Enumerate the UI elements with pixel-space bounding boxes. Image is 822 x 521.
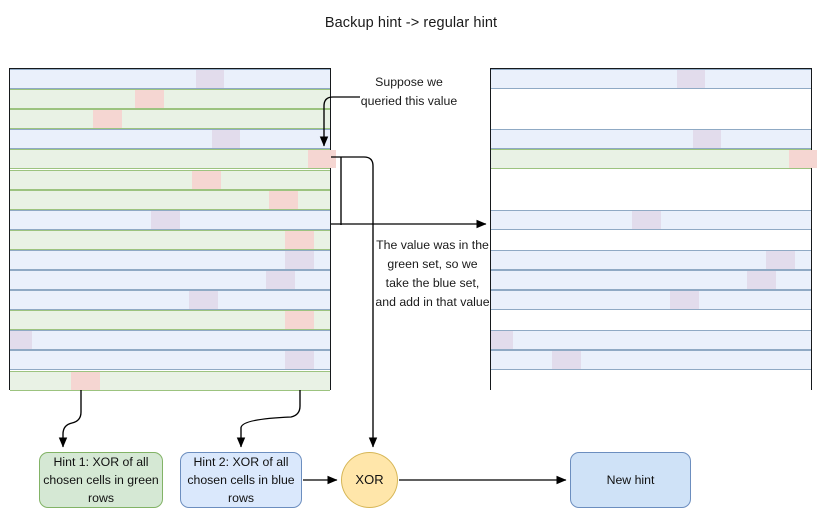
left-table-purple-cell	[189, 291, 218, 310]
right-table-purple-cell	[676, 70, 706, 89]
page-title: Backup hint -> regular hint	[324, 15, 498, 31]
right-table-row	[491, 169, 811, 190]
right-table-row	[491, 149, 818, 170]
left-table-row	[10, 229, 330, 250]
left-table-row	[10, 209, 330, 230]
left-table-row	[10, 169, 330, 190]
connector-green-to-hint1	[58, 390, 82, 448]
left-table-row	[10, 330, 330, 351]
left-table-pink-cell	[134, 90, 164, 109]
right-table-row	[491, 69, 811, 90]
left-table-row	[10, 109, 330, 130]
left-table-row	[10, 270, 330, 291]
xor-node[interactable]: XOR	[341, 452, 398, 508]
left-table-pink-cell	[269, 190, 298, 209]
right-table-row	[491, 310, 811, 331]
left-table-grid	[9, 68, 337, 391]
left-table-row	[10, 249, 330, 270]
left-table-row	[10, 89, 330, 110]
right-table-row	[491, 189, 811, 210]
left-table-pink-cell	[307, 150, 337, 169]
left-table-row	[10, 350, 330, 371]
left-table-purple-cell	[195, 70, 225, 89]
connector-cell-to-xor	[331, 156, 378, 448]
left-table-pink-cell	[285, 311, 314, 330]
right-table-row	[491, 270, 811, 291]
right-table-row	[491, 229, 811, 250]
left-table-pink-cell	[70, 371, 100, 390]
left-table-row	[10, 69, 330, 90]
right-table-row	[491, 350, 811, 371]
hint1-box[interactable]: Hint 1: XOR of all chosen cells in green…	[39, 452, 163, 508]
annotation-queried-value: Suppose we queried this value	[360, 75, 458, 108]
left-table-row	[10, 310, 330, 331]
new-hint-box[interactable]: New hint	[570, 452, 691, 508]
right-table-row	[491, 209, 811, 230]
right-table-row	[491, 89, 811, 110]
left-table-row	[10, 149, 337, 170]
right-table-grid	[490, 68, 818, 391]
hint2-box[interactable]: Hint 2: XOR of all chosen cells in blue …	[180, 452, 302, 508]
right-table-purple-cell	[631, 210, 661, 229]
left-table-row	[10, 129, 330, 150]
annotation-explanation: The value was in the green set, so we ta…	[375, 238, 490, 309]
left-table-purple-cell	[10, 331, 33, 350]
left-table-purple-cell	[285, 250, 314, 269]
left-table-row	[10, 189, 330, 210]
left-table-pink-cell	[93, 110, 122, 129]
left-table-purple-cell	[211, 130, 241, 149]
left-table-row	[10, 290, 330, 311]
right-table-purple-cell	[692, 130, 722, 149]
left-table-purple-cell	[285, 351, 314, 370]
right-table-pink-cell	[788, 150, 818, 169]
right-table-row	[491, 370, 811, 391]
left-table-pink-cell	[192, 170, 222, 189]
right-table-row	[491, 249, 811, 270]
right-table-row	[491, 330, 811, 351]
right-table-row	[491, 129, 811, 150]
right-table-purple-cell	[670, 291, 699, 310]
left-table-purple-cell	[150, 210, 180, 229]
right-table-purple-cell	[551, 351, 581, 370]
right-table-purple-cell	[491, 331, 514, 350]
right-table-row	[491, 109, 811, 130]
left-table-purple-cell	[266, 271, 295, 290]
left-table-row	[10, 370, 330, 391]
connector-blue-to-hint2	[236, 390, 301, 448]
right-table-purple-cell	[747, 271, 776, 290]
right-table-purple-cell	[766, 250, 795, 269]
right-table-row	[491, 290, 811, 311]
left-table-pink-cell	[285, 230, 314, 249]
